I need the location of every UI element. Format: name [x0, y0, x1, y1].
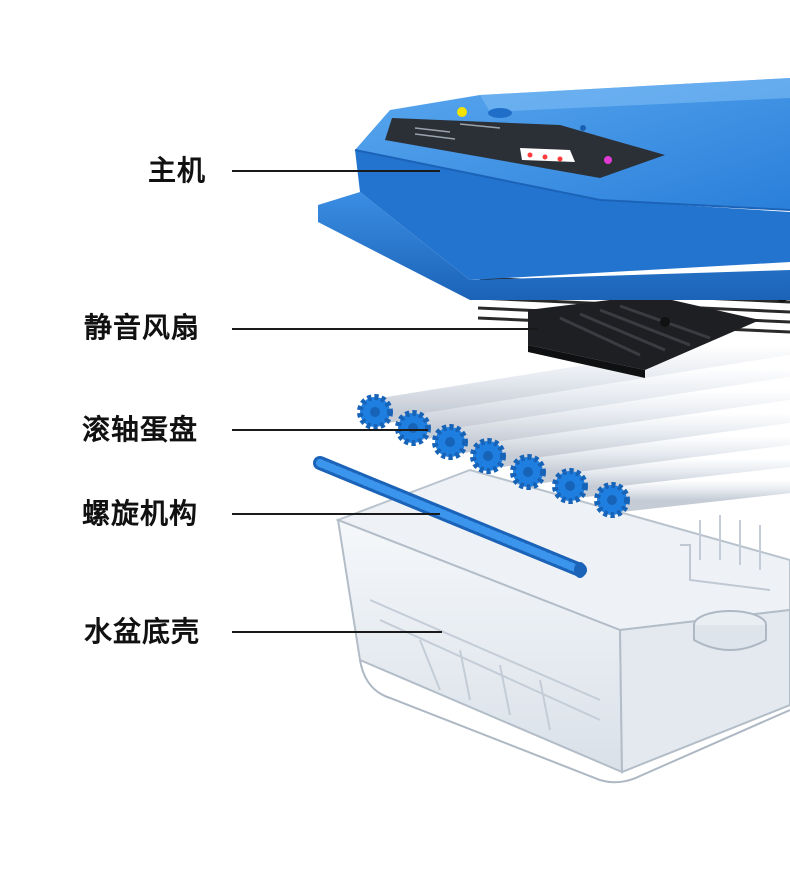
leader-line-rollers — [232, 429, 428, 431]
label-fan: 静音风扇 — [84, 311, 201, 344]
main-unit-lid — [318, 78, 790, 300]
roller-egg-tray — [357, 332, 790, 518]
roller — [437, 377, 790, 455]
label-base: 水盆底壳 — [84, 615, 201, 648]
leader-line-screw — [232, 513, 440, 515]
leader-line-base — [232, 631, 442, 633]
roller — [599, 467, 790, 513]
water-basin-shell — [335, 468, 790, 784]
label-rollers: 滚轴蛋盘 — [82, 413, 199, 446]
silent-fan — [477, 272, 790, 378]
label-host: 主机 — [148, 154, 207, 187]
leader-line-host — [232, 170, 440, 172]
roller — [557, 445, 790, 499]
roller-gear — [510, 454, 546, 490]
roller-gear — [357, 394, 393, 430]
roller-gear — [552, 468, 588, 504]
leader-line-fan — [232, 328, 538, 330]
roller — [362, 332, 790, 425]
roller-gear — [432, 424, 468, 460]
roller — [400, 355, 790, 441]
roller-gear — [594, 482, 630, 518]
screw-mechanism — [313, 456, 587, 578]
roller-gear — [395, 410, 431, 446]
label-screw: 螺旋机构 — [82, 497, 199, 530]
roller — [475, 400, 790, 469]
roller — [515, 423, 790, 485]
roller-gear — [470, 438, 506, 474]
